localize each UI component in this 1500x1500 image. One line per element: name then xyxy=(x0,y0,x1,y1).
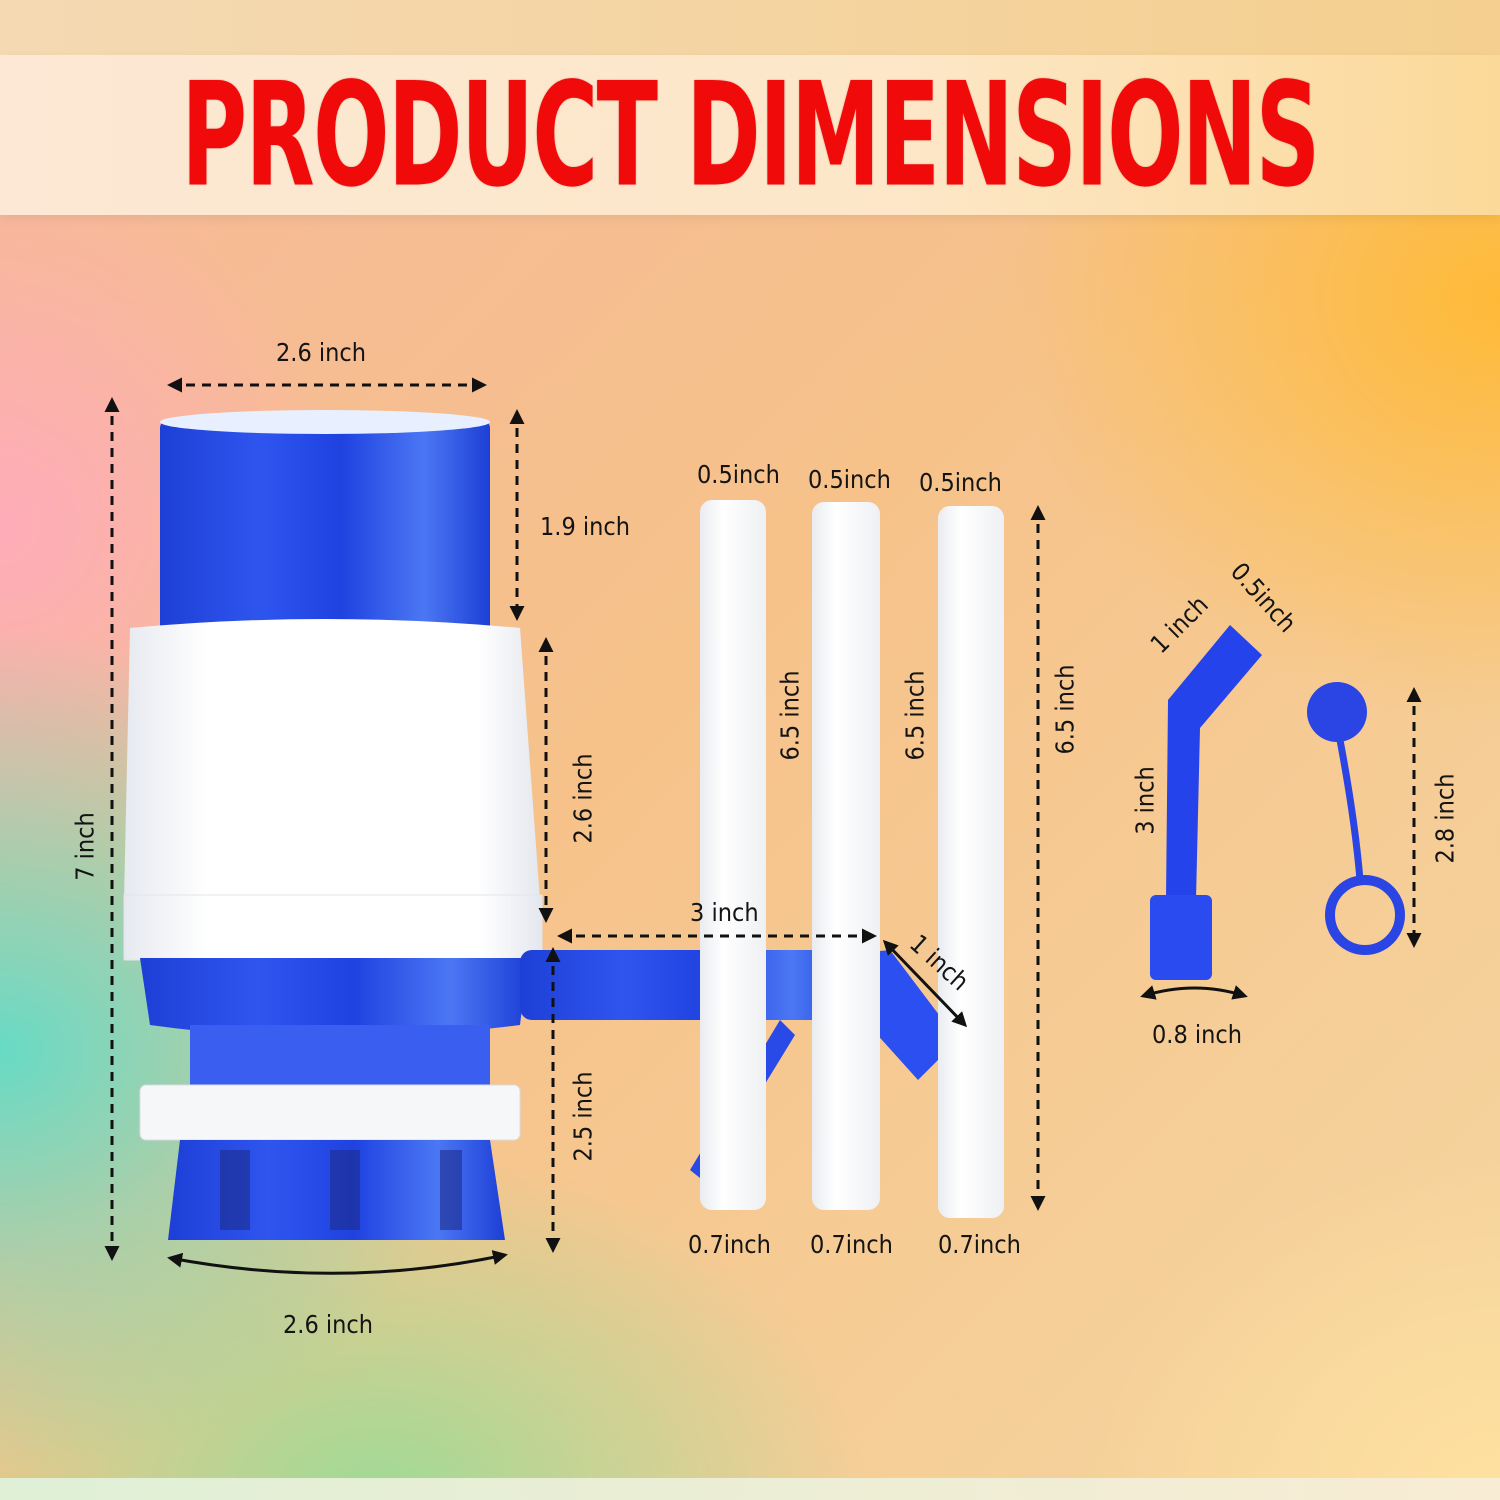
bottom-strip xyxy=(0,1478,1500,1500)
tube-2-top-label: 0.5inch xyxy=(808,465,891,494)
pump-top-width-label: 2.6 inch xyxy=(276,338,367,367)
title-band xyxy=(0,55,1500,215)
spout-length-label: 3 inch xyxy=(690,898,759,927)
cap-strap xyxy=(1307,682,1405,955)
pump-cap-height-label: 1.9 inch xyxy=(540,512,631,541)
tube-3-bottom-label: 0.7inch xyxy=(938,1230,1021,1259)
tube-1-top-label: 0.5inch xyxy=(697,460,780,489)
tube-2-length-label: 6.5 inch xyxy=(900,670,930,761)
tube-2-bottom-label: 0.7inch xyxy=(810,1230,893,1259)
page-title: PRODUCT DIMENSIONS xyxy=(181,52,1320,220)
tube-1-bottom-label: 0.7inch xyxy=(688,1230,771,1259)
top-strip xyxy=(0,0,1500,55)
tube-3-length-label: 6.5 inch xyxy=(1050,664,1080,755)
pump-base-height-label: 2.5 inch xyxy=(568,1071,598,1162)
dimension-arrows xyxy=(104,377,1422,1275)
cap-length-label: 2.8 inch xyxy=(1430,773,1460,864)
pump xyxy=(123,410,958,1240)
pump-body-height-label: 2.6 inch xyxy=(568,753,598,844)
elbow-tube xyxy=(1150,625,1262,980)
pump-base-circumference-label: 2.6 inch xyxy=(283,1310,374,1339)
elbow-length-label: 3 inch xyxy=(1130,766,1160,835)
pump-total-height-label: 7 inch xyxy=(70,812,100,881)
tube-3-top-label: 0.5inch xyxy=(919,468,1002,497)
tube-1-length-label: 6.5 inch xyxy=(775,670,805,761)
tubes xyxy=(700,500,1004,1218)
elbow-bottom-diameter-label: 0.8 inch xyxy=(1152,1020,1243,1049)
